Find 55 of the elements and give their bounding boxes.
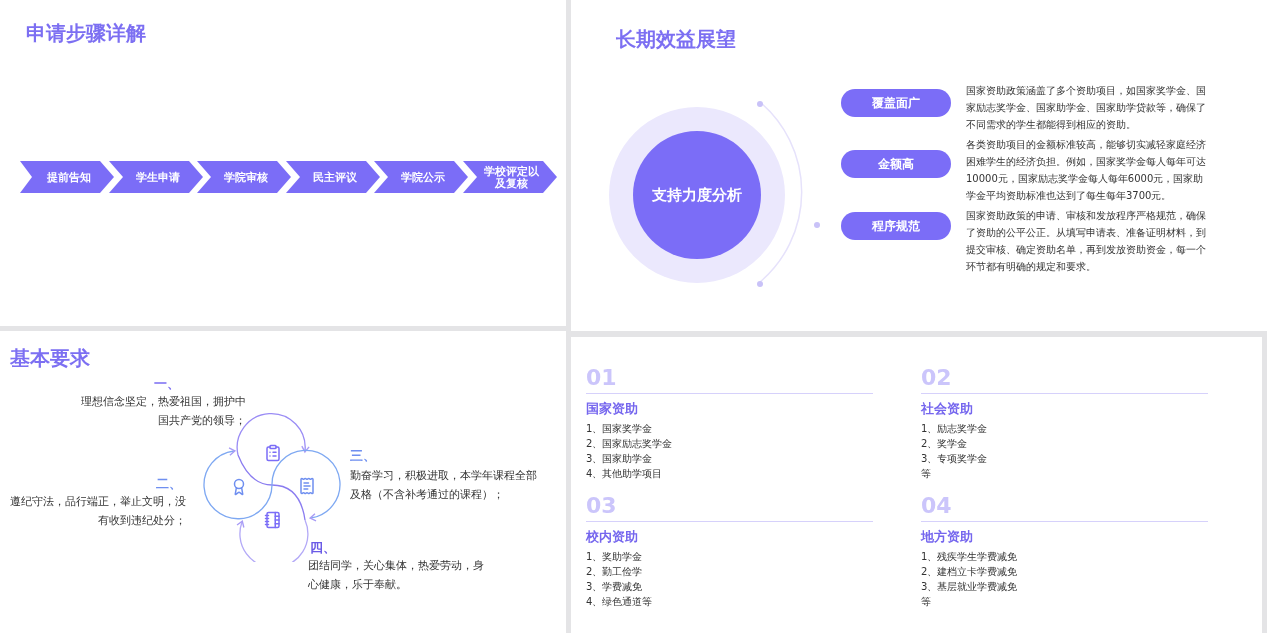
item-number: 三、 xyxy=(350,447,377,465)
list-item: 3、专项奖学金 xyxy=(921,452,988,466)
panel-title: 长期效益展望 xyxy=(616,26,736,53)
slide-panel xyxy=(571,337,1262,633)
step-label: 学校评定以及复核 xyxy=(483,165,540,189)
card-heading: 社会资助 xyxy=(921,393,1208,418)
item-number: 一、 xyxy=(153,375,180,393)
card-heading: 国家资助 xyxy=(586,393,873,418)
pill-box xyxy=(841,89,951,117)
list-item: 3、国家助学金 xyxy=(586,452,653,466)
list-item: 3、基层就业学费减免 xyxy=(921,580,1018,594)
item-number: 二、 xyxy=(155,475,182,493)
list-item: 3、学费减免 xyxy=(586,580,643,594)
list-item: 等 xyxy=(921,595,931,609)
list-item: 4、其他助学项目 xyxy=(586,467,663,481)
list-item: 等 xyxy=(921,467,931,481)
pill-box xyxy=(841,212,951,240)
panel-title: 申请步骤详解 xyxy=(26,20,146,47)
list-item: 1、奖助学金 xyxy=(586,550,643,564)
pill-label: 程序规范 xyxy=(872,218,920,235)
list-item: 1、国家奖学金 xyxy=(586,422,653,436)
description-text: 各类资助项目的金额标准较高，能够切实减轻家庭经济困难学生的经济负担。例如，国家奖学金每人每年可达10000元，国家励志奖学金每人每年6000元，国家助学金平均资助标准也达到了每生每年3700元。 xyxy=(966,138,1207,203)
slide-panel xyxy=(0,0,566,326)
step-label: 学院公示 xyxy=(400,171,446,183)
list-item: 1、励志奖学金 xyxy=(921,422,988,436)
list-item: 2、奖学金 xyxy=(921,437,968,451)
description-text: 国家资助政策涵盖了多个资助项目，如国家奖学金、国家励志奖学金、国家助学金、国家助学贷款等，确保了不同需求的学生都能得到相应的资助。 xyxy=(966,84,1207,132)
card-heading: 校内资助 xyxy=(586,521,873,546)
requirement-text: 理想信念坚定，热爱祖国，拥护中国共产党的领导； xyxy=(80,394,246,428)
requirement-text: 勤奋学习，积极进取，本学年课程全部及格（不含补考通过的课程）； xyxy=(350,468,538,502)
pill-label: 金额高 xyxy=(878,156,914,173)
card-heading: 地方资助 xyxy=(921,521,1208,546)
card-number: 01 xyxy=(586,365,617,391)
list-item: 4、绿色通道等 xyxy=(586,595,653,609)
list-item: 2、国家励志奖学金 xyxy=(586,437,673,451)
list-item: 2、勤工俭学 xyxy=(586,565,643,579)
slide-panel xyxy=(0,331,566,633)
card-number: 04 xyxy=(921,493,952,519)
description-text: 国家资助政策的申请、审核和发放程序严格规范，确保了资助的公平公正。从填写申请表、准备证明材料，到提交审核、确定资助名单，再到发放资助资金，每一个环节都有明确的规定和要求。 xyxy=(966,209,1207,274)
pill-label: 覆盖面广 xyxy=(872,95,920,112)
step-label: 民主评议 xyxy=(311,171,358,183)
card-number: 03 xyxy=(586,493,617,519)
requirement-text: 遵纪守法，品行端正，举止文明，没有收到违纪处分； xyxy=(10,494,186,528)
list-item: 1、残疾学生学费减免 xyxy=(921,550,1018,564)
item-number: 四、 xyxy=(310,539,337,557)
pill-box xyxy=(841,150,951,178)
step-label: 学院审核 xyxy=(223,171,269,183)
card-number: 02 xyxy=(921,365,952,391)
panel-title: 基本要求 xyxy=(10,345,90,372)
list-item: 2、建档立卡学费减免 xyxy=(921,565,1018,579)
requirement-text: 团结同学，关心集体，热爱劳动，身心健康，乐于奉献。 xyxy=(308,558,485,592)
slide-panel xyxy=(571,0,1267,331)
step-label: 学生申请 xyxy=(134,171,181,183)
center-label: 支持力度分析 xyxy=(652,184,742,206)
step-label: 提前告知 xyxy=(46,171,92,183)
